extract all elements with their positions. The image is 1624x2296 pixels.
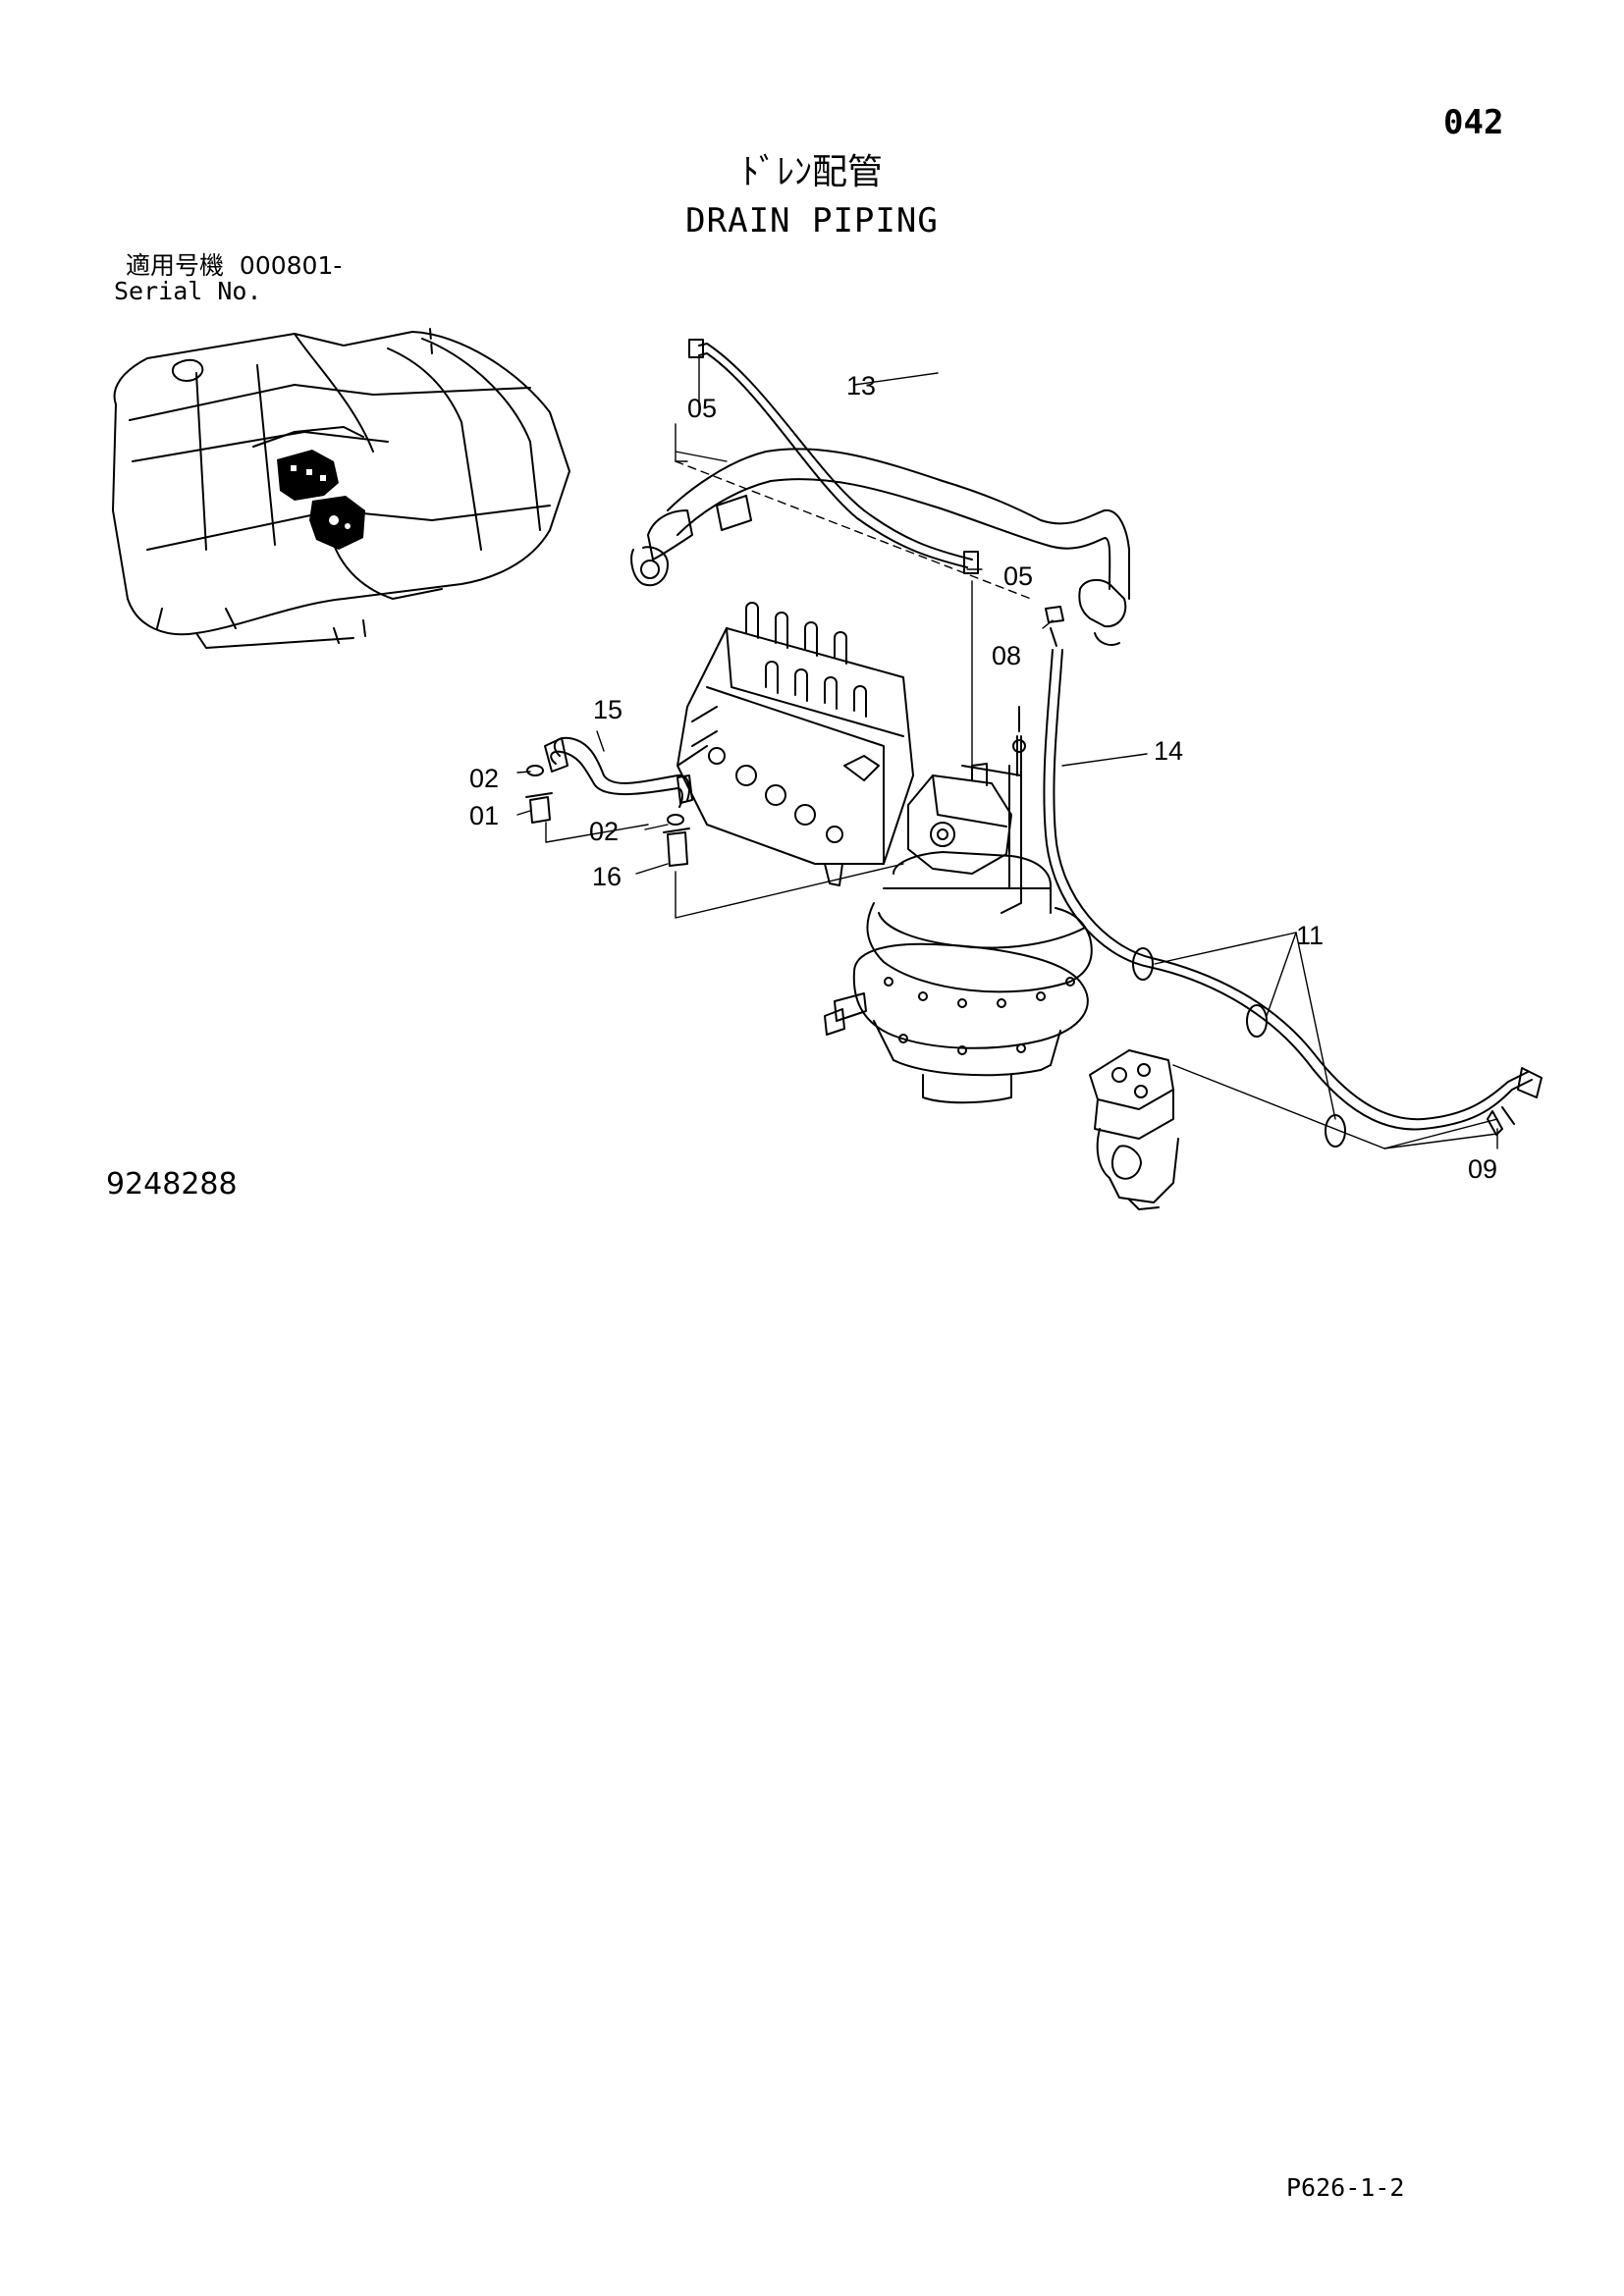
- drain-hose-15: [525, 736, 693, 867]
- callout-16: 16: [592, 862, 623, 891]
- callout-14: 14: [1154, 736, 1184, 766]
- machine-overview: [112, 328, 570, 649]
- callout-01: 01: [469, 801, 500, 830]
- callout-05: 05: [1003, 561, 1034, 591]
- swing-motor: [824, 706, 1093, 1104]
- page-title: DRAIN PIPING: [685, 201, 939, 240]
- drain-hose-13: [688, 339, 979, 574]
- callout-05: 05: [687, 394, 718, 423]
- footer-reference: P626-1-2: [1286, 2173, 1405, 2202]
- serial-label-english: Serial No.: [114, 277, 262, 305]
- serial-range: 適用号機 000801-: [126, 253, 342, 278]
- leader-lines: [516, 357, 1498, 1149]
- callout-09: 09: [1468, 1154, 1498, 1184]
- center-joint: [1089, 1049, 1179, 1210]
- callout-15: 15: [593, 695, 623, 724]
- serial-value: 000801-: [239, 251, 343, 280]
- return-pipe: [630, 448, 1130, 646]
- title-japanese: ﾄﾞﾚﾝ配管: [740, 152, 883, 192]
- callout-02: 02: [589, 817, 620, 846]
- page-number: 042: [1443, 103, 1504, 142]
- callout-13: 13: [846, 371, 877, 400]
- callout-02: 02: [469, 764, 500, 793]
- callout-08: 08: [992, 641, 1022, 670]
- control-valve: [677, 602, 914, 886]
- hose-clamps: [1132, 947, 1346, 1148]
- callout-11: 11: [1296, 921, 1325, 950]
- drawing-number: 9248288: [106, 1167, 238, 1201]
- drain-hose-14: [1043, 606, 1543, 1136]
- serial-label-japanese: 適用号機: [126, 251, 225, 280]
